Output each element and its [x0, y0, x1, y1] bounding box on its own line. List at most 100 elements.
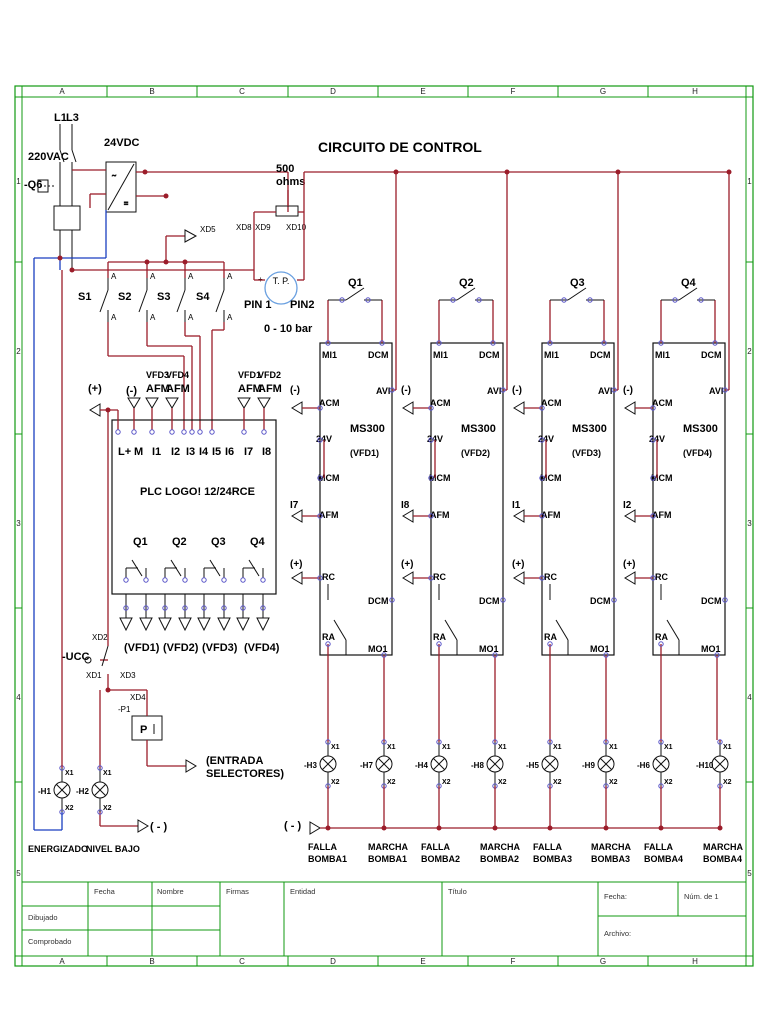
terminal-xd2: XD2: [92, 633, 108, 642]
lamp-terminal-x1: X1: [103, 770, 112, 777]
plc-tag: VFD4: [166, 370, 189, 380]
lamp-terminal-x1: X1: [723, 744, 732, 751]
plc-output-label: Q2: [172, 536, 187, 548]
column-label: F: [511, 957, 516, 966]
vfd-plc-input-tag: I1: [512, 500, 521, 511]
row-label: 1: [747, 177, 752, 186]
vfd-terminal-rc: RC: [655, 572, 668, 582]
plc-input-label: I1: [152, 446, 161, 458]
vfd-terminal-ra: RA: [655, 632, 668, 642]
tb-nombre: Nombre: [157, 887, 184, 896]
vfd-plus-tag: (+): [290, 559, 303, 570]
lamp-caption: FALLA: [644, 842, 673, 852]
svg-text:=: =: [124, 201, 128, 208]
drawing-title: CIRCUITO DE CONTROL: [318, 139, 482, 155]
vfd-terminal-dcm: DCM: [590, 350, 611, 360]
vfd-body: [541, 342, 615, 656]
breaker-q6-label: -Q6: [24, 179, 42, 191]
transducer-pin1: PIN 1: [244, 299, 272, 311]
entrada-line2: SELECTORES): [206, 768, 284, 780]
row-label: 2: [16, 347, 21, 356]
vfd-terminal-avi: AVI: [709, 386, 723, 396]
column-label: F: [511, 87, 516, 96]
vfd-terminal-rc: RC: [433, 572, 446, 582]
lamp-caption: BOMBA2: [421, 854, 460, 864]
terminal-xd1: XD1: [86, 671, 102, 680]
lamp-terminal-x2: X2: [723, 779, 732, 786]
column-label: D: [330, 87, 336, 96]
vfd-body: [652, 342, 726, 656]
plc-output-label: Q3: [211, 536, 226, 548]
vfd-plc-input-tag: I7: [290, 500, 299, 511]
vfd-terminal-mi1: MI1: [322, 350, 337, 360]
row-label: 4: [16, 693, 21, 702]
vfd-plus-tag: (+): [512, 559, 525, 570]
lamp-terminal-x1: X1: [442, 744, 451, 751]
row-label: 5: [747, 869, 752, 878]
plc-input-label: I5: [212, 446, 221, 458]
power-supply-section: 220VAC L1 L3 -Q6 24VDC ~ =: [24, 112, 289, 831]
vfd-terminal-24v: 24V: [649, 434, 665, 444]
lamp-terminal-x2: X2: [442, 779, 451, 786]
vfd-terminal-24v: 24V: [316, 434, 332, 444]
tb-firmas: Firmas: [226, 887, 249, 896]
vfd-terminal-mi1: MI1: [655, 350, 670, 360]
transducer-label: T. P.: [273, 276, 290, 286]
lamp-terminal-x1: X1: [664, 744, 673, 751]
selector-terminal-a: A: [188, 313, 194, 322]
tb-entidad: Entidad: [290, 887, 315, 896]
lamp-terminal-x2: X2: [103, 805, 112, 812]
transducer-range: 0 - 10 bar: [264, 323, 313, 335]
lamp-terminal-x1: X1: [609, 744, 618, 751]
lamp-caption: ENERGIZADO: [28, 844, 88, 854]
vfd-tag: (VFD1): [350, 448, 379, 458]
lamp-caption: NIVEL BAJO: [86, 844, 140, 854]
lamp-caption: MARCHA: [368, 842, 408, 852]
lamp-caption: FALLA: [533, 842, 562, 852]
column-label: B: [149, 957, 154, 966]
plc-tag: AFM: [258, 383, 282, 395]
vfd-terminal-dcm: DCM: [701, 596, 722, 606]
vfd-terminal-afm: AFM: [319, 510, 339, 520]
vfd-minus-tag: (-): [401, 385, 411, 396]
plc-input-label: I3: [186, 446, 195, 458]
lamp-id: -H10: [696, 761, 714, 770]
lamp-caption: FALLA: [308, 842, 337, 852]
selector-s2-label: S2: [118, 291, 131, 303]
vfd-contact-label: Q4: [681, 277, 697, 289]
negative-rail: ( - ): [284, 820, 720, 835]
pressure-transducer-section: 500 ohms XD8 XD9 XD10 T. P. + - PIN 1 PI…: [236, 163, 730, 335]
column-label: C: [239, 957, 245, 966]
entrada-line1: (ENTRADA: [206, 755, 263, 767]
lamp-terminal-x2: X2: [609, 779, 618, 786]
plc-input-label: M: [134, 446, 143, 458]
vfd-terminal-acm: ACM: [319, 398, 340, 408]
selector-terminal-a: A: [150, 272, 156, 281]
lamp-id: -H1: [38, 787, 51, 796]
column-label: E: [420, 87, 425, 96]
vfd-terminal-dcm: DCM: [479, 596, 500, 606]
vfd-terminal-mo1: MO1: [590, 644, 610, 654]
resistor-unit: ohms: [276, 176, 305, 188]
lamp-terminal-x2: X2: [331, 779, 340, 786]
lamp-terminal-x2: X2: [65, 805, 74, 812]
plc-tag: VFD3: [146, 370, 169, 380]
lamp-caption: MARCHA: [703, 842, 743, 852]
selector-s1-label: S1: [78, 291, 91, 303]
vfd-terminal-mcm: MCM: [540, 473, 562, 483]
plc-input-label: I4: [199, 446, 209, 458]
vfd-terminal-mo1: MO1: [701, 644, 721, 654]
vfd-minus-tag: (-): [512, 385, 522, 396]
negative-terminal-label: ( - ): [150, 821, 167, 833]
tb-dibujado: Dibujado: [28, 913, 58, 922]
terminal-xd5: XD5: [200, 225, 216, 234]
frame-row-labels: 1 2 3 4 5 1 2 3 4 5: [16, 177, 752, 878]
tb-titulo: Título: [448, 887, 467, 896]
